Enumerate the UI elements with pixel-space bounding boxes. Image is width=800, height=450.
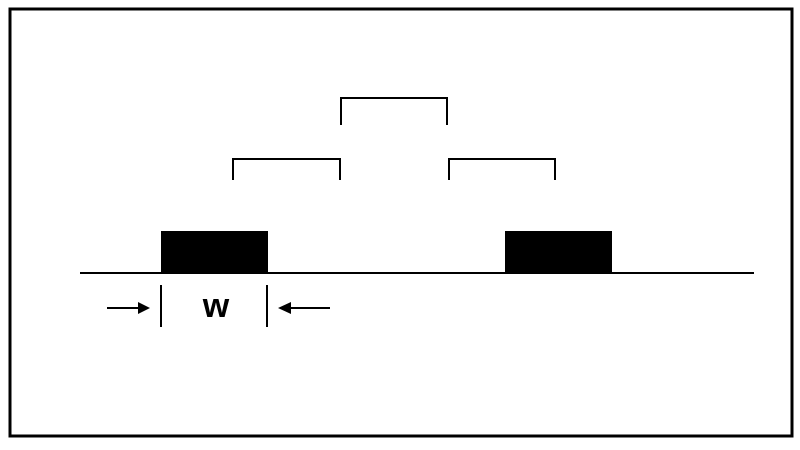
left-block bbox=[161, 231, 268, 273]
top-bracket bbox=[340, 97, 448, 125]
right-pointing-arrow-icon bbox=[107, 302, 150, 314]
right-bracket bbox=[448, 158, 556, 180]
left-bracket bbox=[232, 158, 341, 180]
frame-border bbox=[8, 7, 794, 438]
right-block bbox=[505, 231, 612, 273]
left-pointing-arrow-icon bbox=[278, 302, 330, 314]
width-label: w bbox=[202, 287, 230, 325]
